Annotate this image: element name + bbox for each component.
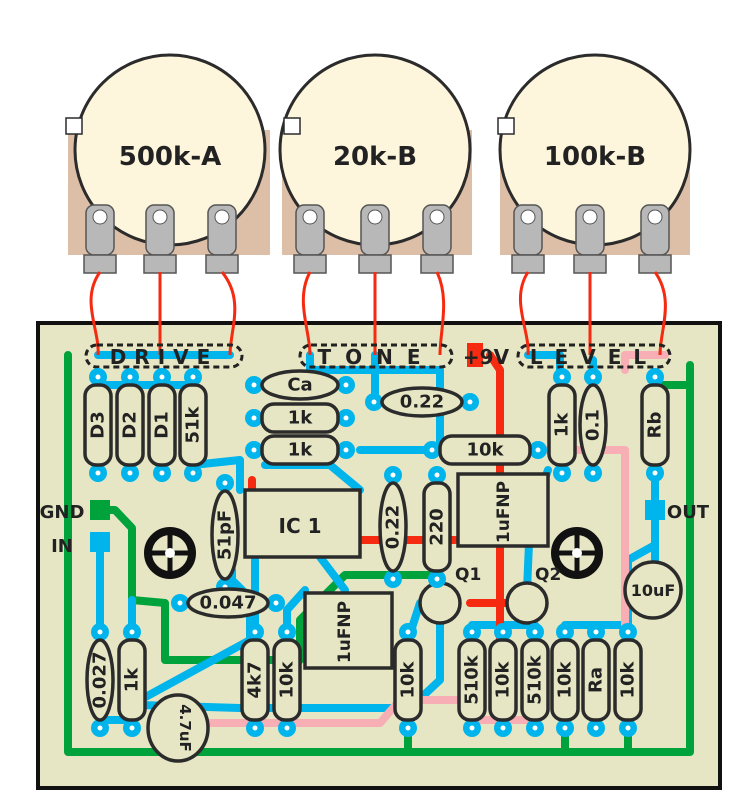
component-label: Rb [645, 412, 666, 439]
component-label: 0.047 [200, 593, 257, 614]
pot-label: 20k-B [333, 142, 417, 172]
component-label: 10k [466, 440, 504, 461]
component-label: 1k [288, 440, 314, 461]
ic1 [243, 488, 362, 559]
cap-10uf: 10uF [623, 560, 683, 620]
component-label: 10k [398, 660, 419, 698]
component-r10k_5: 10k [613, 623, 643, 737]
mounting-hole [551, 527, 603, 579]
component-r4k7: 4k7 [240, 623, 270, 737]
component-d3: D3 [83, 368, 113, 482]
pot-lugs [83, 204, 672, 274]
component-label: Ra [586, 667, 607, 693]
component-c01: 0.1 [578, 368, 608, 482]
cap-label: 4.7uF [176, 704, 194, 752]
component-label: D1 [152, 411, 173, 438]
component-rb: Rb [640, 368, 670, 482]
component-r10k_4: 10k [550, 623, 580, 737]
mounting-hole [144, 527, 196, 579]
component-label: 10k [618, 660, 639, 698]
header-level: LEVEL [516, 343, 672, 369]
component-c0047: 0.047 [171, 587, 285, 619]
component-label: 10k [277, 660, 298, 698]
component-r220: 220 [422, 466, 452, 588]
component-d2: D2 [115, 368, 145, 482]
component-c0027: 0.027 [85, 623, 115, 737]
component-label: 51pF [215, 510, 236, 560]
component-label: 51k [183, 405, 204, 443]
transistor-q2: Q2 [505, 565, 561, 625]
component-c022: 0.22 [378, 466, 408, 588]
header-tone: TONE [298, 343, 454, 369]
header-drive: DRIVE [84, 343, 244, 369]
component-c51pf: 51pF [210, 474, 240, 596]
component-label: 1k [122, 667, 143, 693]
gnd-label: GND [40, 502, 85, 523]
component-r1k_b: 1k [245, 434, 355, 466]
pot-drive: 500k-A [65, 53, 270, 255]
component-r10k_1: 10k [272, 623, 302, 737]
component-label: D3 [88, 411, 109, 438]
q1-label: Q1 [455, 565, 481, 585]
cap-label: 10uF [631, 581, 676, 600]
component-label: 220 [427, 508, 448, 546]
component-label: 0.1 [583, 409, 604, 441]
component-r1k: 1k [117, 623, 147, 737]
cap-1ufnp-a [456, 472, 550, 548]
component-label: 10k [493, 660, 514, 698]
ic1-label: IC 1 [279, 514, 322, 538]
out-label: OUT [667, 502, 710, 523]
component-r10k_2: 10k [393, 623, 423, 737]
tone-label: TONE [317, 345, 434, 369]
cap-1ufnp-b [303, 591, 394, 670]
component-label: 0.22 [400, 392, 444, 413]
q2-label: Q2 [535, 565, 561, 585]
component-c022_top: 0.22 [365, 386, 479, 418]
component-label: 1k [288, 408, 314, 429]
pot-wires [89, 271, 667, 356]
component-ra: Ra [581, 623, 611, 737]
component-r510k_2: 510k [520, 623, 550, 737]
component-label: 1k [552, 412, 573, 438]
component-d1: D1 [147, 368, 177, 482]
component-label: 0.027 [90, 652, 111, 709]
drive-label: DRIVE [110, 345, 219, 369]
component-r1k_right: 1k [547, 368, 577, 482]
cap-label: 1uFNP [335, 601, 355, 663]
component-label: 510k [525, 654, 546, 705]
component-r1k_a: 1k [245, 402, 355, 434]
pot-label: 100k-B [544, 142, 646, 172]
power-label: +9V [463, 345, 510, 369]
component-r51k: 51k [178, 368, 208, 482]
component-r510k_1: 510k [457, 623, 487, 737]
level-label: LEVEL [530, 345, 658, 369]
pot-label: 500k-A [119, 142, 221, 172]
cap-4-7uf: 4.7uF [146, 693, 210, 763]
component-label: D2 [120, 411, 141, 438]
component-label: 0.22 [383, 505, 404, 549]
cap-label: 1uFNP [494, 481, 514, 543]
component-label: Ca [287, 375, 312, 396]
in-label: IN [51, 536, 73, 557]
component-label: 4k7 [245, 661, 266, 698]
component-label: 510k [462, 654, 483, 705]
component-r10k_3: 10k [488, 623, 518, 737]
component-r10k_h: 10k [423, 434, 547, 466]
components: D3 D2 D1 51k Ca 1k 1k 0.22 10k 1k 0.1 Rb 51pF 0.22 220… [83, 368, 670, 737]
component-label: 10k [555, 660, 576, 698]
component-ca: Ca [245, 369, 355, 401]
